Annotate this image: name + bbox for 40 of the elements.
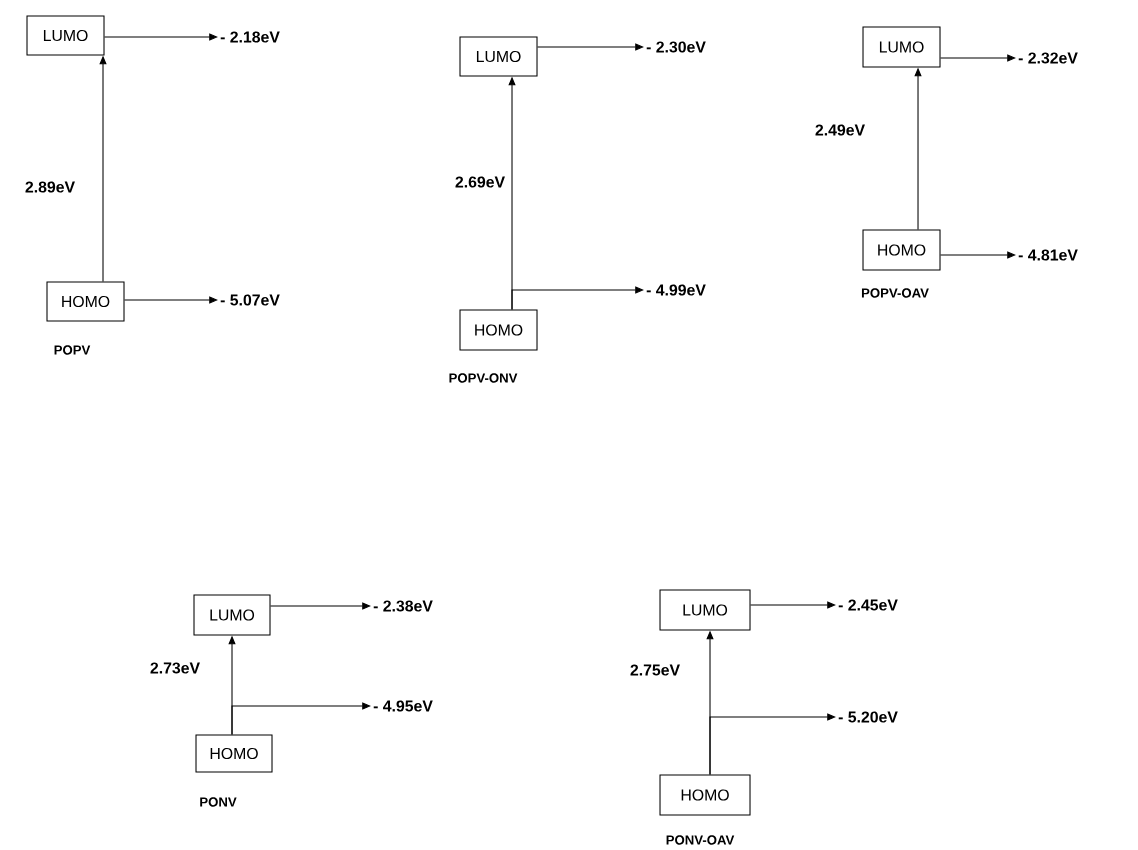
- level-box: LUMO: [26, 15, 105, 56]
- energy-value: - 2.38eV: [373, 600, 433, 612]
- level-box: HOMO: [46, 281, 125, 322]
- arrow: [104, 33, 218, 41]
- energy-value: - 2.45eV: [838, 599, 898, 611]
- arrow: [124, 296, 218, 304]
- molecule-label: POPV: [54, 345, 91, 355]
- molecule-label: PONV-OAV: [666, 835, 735, 845]
- level-box: LUMO: [862, 26, 941, 68]
- energy-value: - 5.07eV: [220, 294, 280, 306]
- edge-label: 2.89eV: [23, 179, 77, 195]
- arrow: [537, 43, 644, 51]
- level-box: HOMO: [659, 774, 751, 816]
- arrow: [511, 286, 644, 310]
- level-box: HOMO: [862, 229, 941, 271]
- molecule-label: POPV-ONV: [449, 373, 518, 383]
- arrow: [270, 602, 371, 610]
- level-box: HOMO: [195, 734, 273, 773]
- level-box: HOMO: [459, 309, 538, 351]
- energy-value: - 5.20eV: [838, 711, 898, 723]
- energy-value: - 4.81eV: [1018, 249, 1078, 261]
- level-box: LUMO: [459, 36, 538, 77]
- energy-value: - 2.32eV: [1018, 52, 1078, 64]
- energy-value: - 4.95eV: [373, 700, 433, 712]
- level-box: LUMO: [193, 594, 271, 636]
- energy-value: - 2.30eV: [646, 41, 706, 53]
- molecule-label: PONV: [200, 797, 237, 807]
- arrow: [231, 702, 371, 735]
- level-box: LUMO: [659, 589, 751, 631]
- edge-label: 2.49eV: [813, 122, 867, 138]
- energy-value: - 2.18eV: [220, 31, 280, 43]
- edge-label: 2.69eV: [453, 174, 507, 190]
- edge-label: 2.73eV: [148, 660, 202, 676]
- energy-value: - 4.99eV: [646, 284, 706, 296]
- arrow: [940, 54, 1016, 62]
- arrow: [750, 601, 836, 609]
- arrow: [709, 713, 836, 775]
- edge-label: 2.75eV: [628, 662, 682, 678]
- arrow: [940, 251, 1016, 259]
- molecule-label: POPV-OAV: [861, 288, 929, 298]
